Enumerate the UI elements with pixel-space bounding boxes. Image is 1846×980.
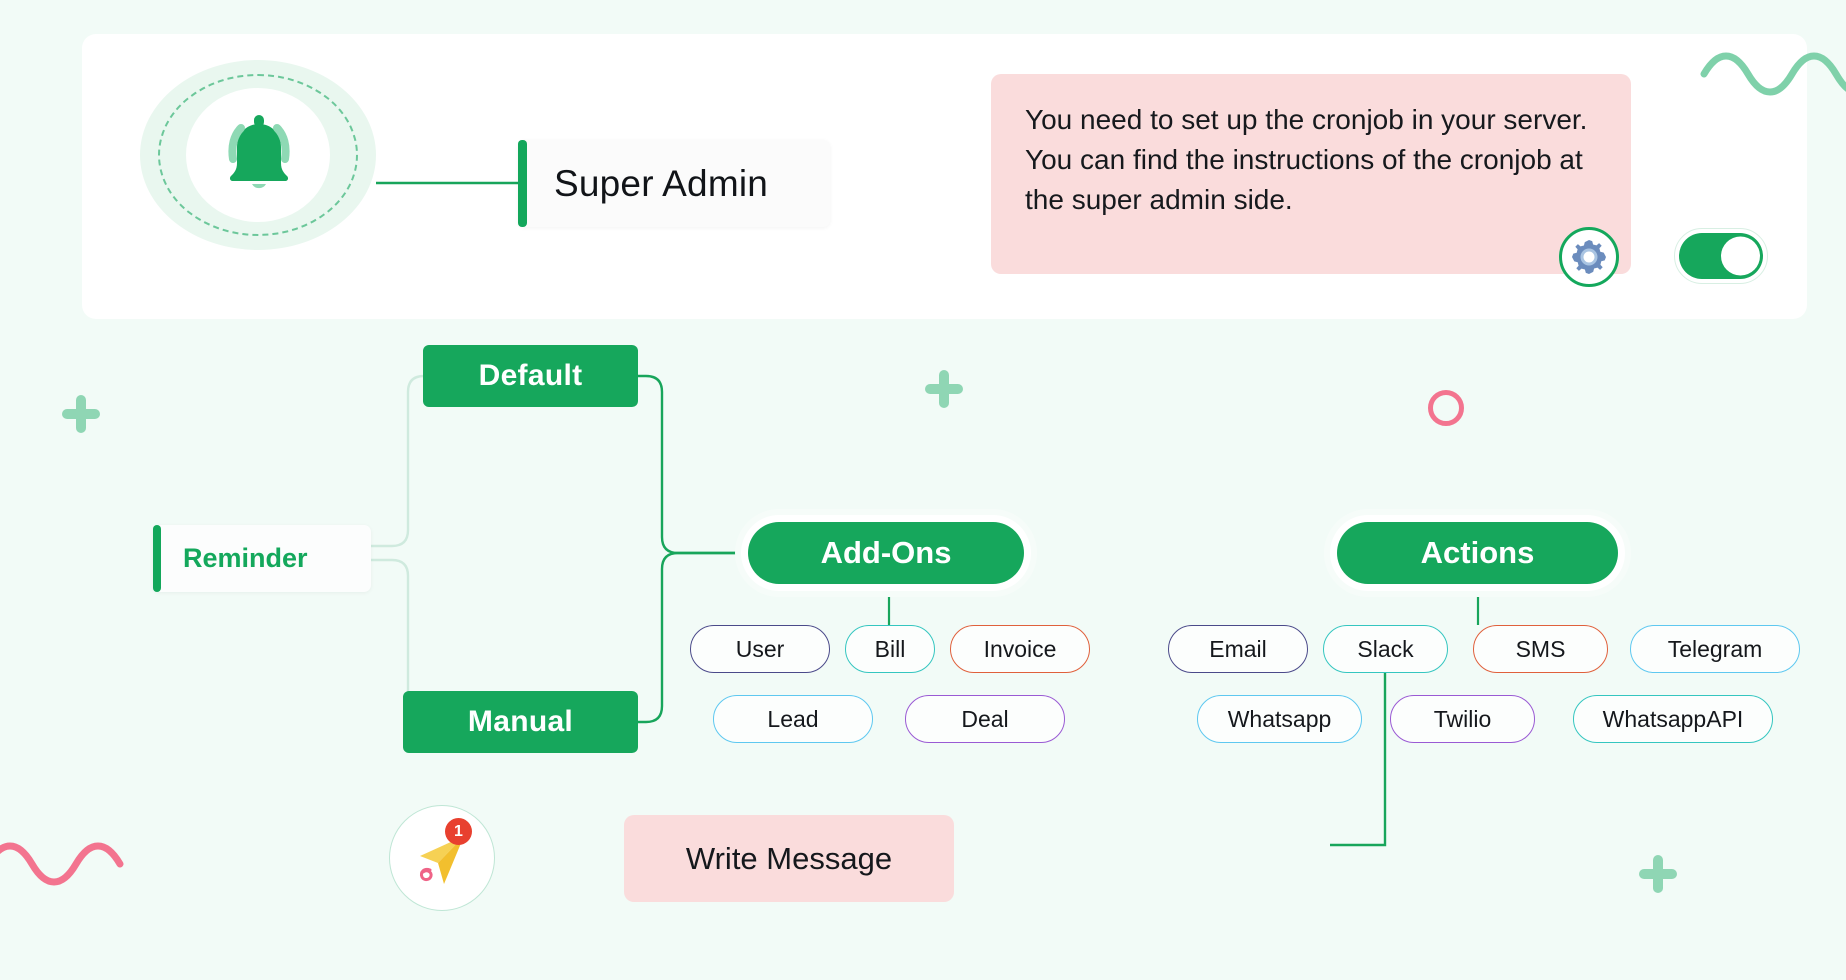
action-chip-slack[interactable]: Slack — [1323, 625, 1448, 673]
reminder-label: Reminder — [183, 543, 308, 573]
reminder-mode-manual[interactable]: Manual — [403, 691, 638, 753]
addon-chip-deal[interactable]: Deal — [905, 695, 1065, 743]
addons-label: Add-Ons — [748, 522, 1024, 584]
wave-decoration-bottom-left — [0, 842, 124, 886]
plus-decoration-bottom-right — [1639, 855, 1677, 893]
addons-node[interactable]: Add-Ons — [741, 515, 1031, 591]
actions-node[interactable]: Actions — [1330, 515, 1625, 591]
accent-bar — [518, 140, 527, 227]
super-admin-label: Super Admin — [554, 162, 769, 204]
wave-decoration-top-right — [1700, 52, 1846, 96]
super-admin-node[interactable]: Super Admin — [518, 140, 830, 227]
action-chip-twilio[interactable]: Twilio — [1390, 695, 1535, 743]
plus-decoration-center — [925, 370, 963, 408]
cronjob-note-bubble: You need to set up the cronjob in your s… — [991, 74, 1631, 274]
action-chip-telegram[interactable]: Telegram — [1630, 625, 1800, 673]
addon-chip-user[interactable]: User — [690, 625, 830, 673]
addon-chip-invoice[interactable]: Invoice — [950, 625, 1090, 673]
bell-root-node[interactable] — [140, 60, 376, 250]
gear-icon — [1572, 240, 1606, 274]
actions-label: Actions — [1337, 522, 1618, 584]
reminder-node[interactable]: Reminder — [153, 525, 371, 592]
toggle-track — [1679, 233, 1763, 279]
reminder-mode-default[interactable]: Default — [423, 345, 638, 407]
action-chip-whatsappapi[interactable]: WhatsappAPI — [1573, 695, 1773, 743]
ring-decoration — [1428, 390, 1464, 426]
toggle-knob — [1721, 236, 1760, 276]
addon-chip-bill[interactable]: Bill — [845, 625, 935, 673]
bell-dashed-ring — [158, 74, 358, 236]
bell-icon — [228, 115, 290, 189]
notification-count-badge: 1 — [445, 818, 472, 845]
cronjob-toggle[interactable] — [1674, 228, 1768, 284]
gear-settings-button[interactable] — [1559, 227, 1619, 287]
plus-decoration-left — [62, 395, 100, 433]
accent-bar — [153, 525, 161, 592]
action-chip-whatsapp[interactable]: Whatsapp — [1197, 695, 1362, 743]
action-chip-sms[interactable]: SMS — [1473, 625, 1608, 673]
send-message-badge[interactable]: 1 — [389, 805, 495, 911]
addon-chip-lead[interactable]: Lead — [713, 695, 873, 743]
write-message-node[interactable]: Write Message — [624, 815, 954, 902]
action-chip-email[interactable]: Email — [1168, 625, 1308, 673]
